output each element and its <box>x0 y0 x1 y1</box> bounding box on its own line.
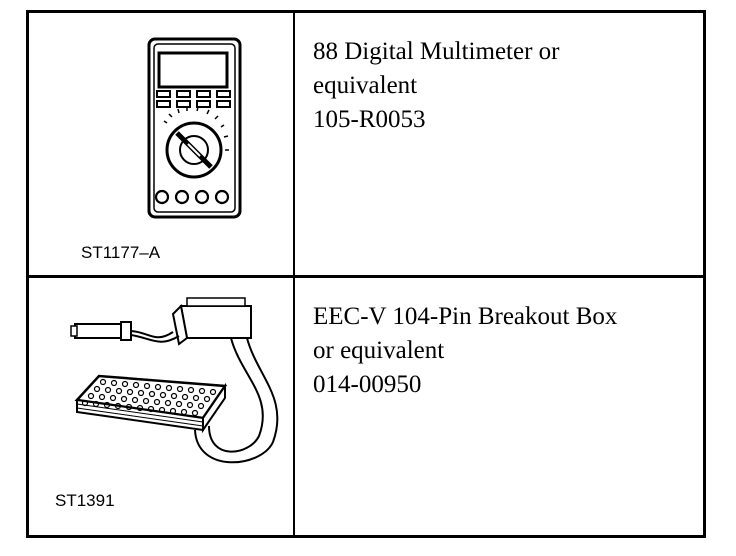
tool-row: ST1177–A 88 Digital Multimeter or equiva… <box>29 13 703 278</box>
tool-name-line: 88 Digital Multimeter or <box>313 38 560 65</box>
description-cell: 88 Digital Multimeter or equivalent 105-… <box>295 13 703 275</box>
tool-part-number: 105-R0053 <box>313 106 426 133</box>
digital-multimeter-icon <box>147 37 242 219</box>
tool-row: ST1391 EEC-V 104-Pin Breakout Box or equ… <box>29 278 703 535</box>
illustration-cell: ST1177–A <box>29 13 295 275</box>
tool-description: 88 Digital Multimeter or equivalent 105-… <box>313 35 559 137</box>
tool-name-line: or equivalent <box>313 337 445 364</box>
tool-table: ST1177–A 88 Digital Multimeter or equiva… <box>26 10 706 538</box>
tool-name-line: equivalent <box>313 72 418 99</box>
tool-description: EEC-V 104-Pin Breakout Box or equivalent… <box>313 300 617 402</box>
illustration-cell: ST1391 <box>29 278 295 535</box>
breakout-box-icon <box>70 297 279 464</box>
illustration-code: ST1177–A <box>81 243 161 262</box>
tool-part-number: 014-00950 <box>313 371 422 398</box>
description-cell: EEC-V 104-Pin Breakout Box or equivalent… <box>295 278 703 535</box>
illustration-code: ST1391 <box>55 491 115 510</box>
tool-name-line: EEC-V 104-Pin Breakout Box <box>313 303 618 330</box>
